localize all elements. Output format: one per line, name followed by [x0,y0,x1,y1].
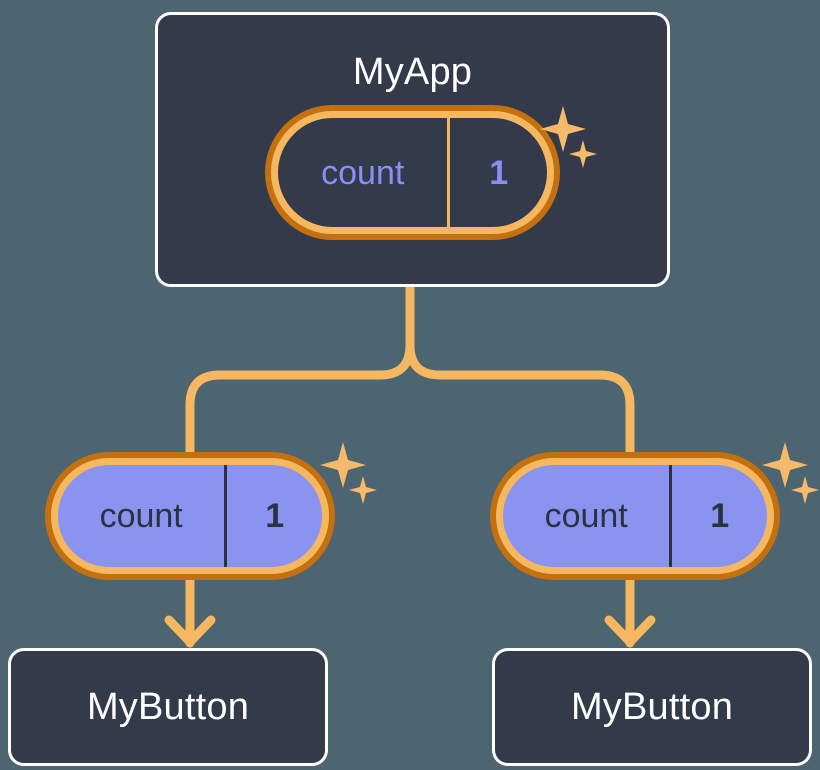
arrow-head-right [604,615,656,647]
state-pill-body: count 1 [503,465,767,567]
state-pill-key: count [544,497,628,535]
connector-trunk-left [185,282,415,457]
state-pill-key: count [321,153,405,192]
state-pill-body: count 1 [278,118,547,227]
component-box-mybutton-right[interactable]: MyButton [492,648,812,766]
page-title: MyApp [352,51,473,93]
state-pill-left[interactable]: count 1 [45,452,335,580]
state-pill-myapp[interactable]: count 1 [265,105,560,240]
component-label: MyButton [570,685,734,728]
state-pill-value: 1 [447,118,547,227]
arrow-head-left [164,615,216,647]
component-box-mybutton-left[interactable]: MyButton [8,648,328,766]
state-pill-value: 1 [224,465,322,567]
component-label: MyButton [86,685,250,728]
state-pill-ring-inner: count 1 [51,458,329,574]
state-pill-ring-inner: count 1 [496,458,774,574]
state-pill-value: 1 [669,465,767,567]
state-pill-right[interactable]: count 1 [490,452,780,580]
state-pill-ring-inner: count 1 [271,111,554,234]
connector-trunk-right [405,282,635,457]
state-pill-body: count 1 [58,465,322,567]
state-pill-key: count [99,497,183,535]
